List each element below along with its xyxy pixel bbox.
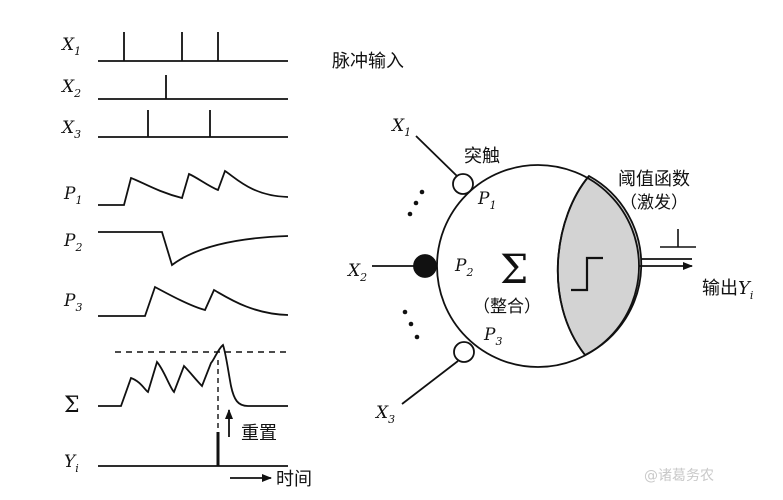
synapse-3 bbox=[453, 341, 475, 363]
pulse-input-label: 脉冲输入 bbox=[332, 51, 404, 72]
neuron-label-x1: X1 bbox=[390, 116, 411, 139]
synapse-1 bbox=[452, 173, 474, 195]
x3-trace bbox=[98, 110, 288, 138]
synapse-label: 突触 bbox=[464, 146, 500, 167]
label-x1: X1 bbox=[60, 35, 81, 58]
neuron-model bbox=[372, 135, 696, 405]
output-label: 输出Yi bbox=[702, 278, 753, 302]
signal-labels: X1 X2 X3 P1 P2 P3 Σ Yi bbox=[60, 35, 82, 475]
threshold-boundary bbox=[556, 175, 590, 356]
sum-symbol: Σ bbox=[500, 247, 528, 293]
watermark: @诸葛务农 bbox=[644, 468, 714, 484]
x2-trace bbox=[98, 75, 288, 100]
label-p1: P1 bbox=[63, 184, 82, 207]
timing-panel bbox=[98, 32, 290, 482]
p1-trace bbox=[98, 169, 289, 206]
sum-trace bbox=[98, 343, 288, 407]
label-p2: P2 bbox=[63, 231, 82, 254]
p3-trace bbox=[98, 285, 289, 317]
neuron-label-p1: P1 bbox=[477, 189, 496, 212]
x1-trace bbox=[98, 32, 288, 62]
threshold-symbol bbox=[660, 229, 696, 248]
neuron-label-p3: P3 bbox=[483, 325, 502, 348]
reset-label: 重置 bbox=[241, 423, 277, 444]
step-function-icon bbox=[571, 256, 603, 292]
label-yi: Yi bbox=[64, 452, 79, 475]
integration-label: （整合） bbox=[473, 297, 541, 317]
label-x3: X3 bbox=[60, 118, 81, 141]
neuron-labels: X1 X2 X3 P1 P2 P3 bbox=[346, 116, 502, 426]
p2-trace bbox=[98, 231, 289, 267]
x3-input-line bbox=[401, 360, 459, 405]
x1-input-line bbox=[415, 135, 459, 178]
fire-label: （激发） bbox=[620, 193, 688, 213]
synapse-2 bbox=[413, 254, 437, 278]
threshold-function-label: 阈值函数 bbox=[618, 169, 690, 190]
time-label: 时间 bbox=[276, 469, 312, 490]
ellipsis-dots bbox=[402, 189, 425, 340]
neuron-label-x3: X3 bbox=[374, 403, 395, 426]
label-sum: Σ bbox=[64, 393, 80, 418]
label-x2: X2 bbox=[60, 77, 81, 100]
neuron-label-x2: X2 bbox=[346, 261, 367, 284]
label-p3: P3 bbox=[63, 291, 82, 314]
neuron-label-p2: P2 bbox=[454, 256, 473, 279]
